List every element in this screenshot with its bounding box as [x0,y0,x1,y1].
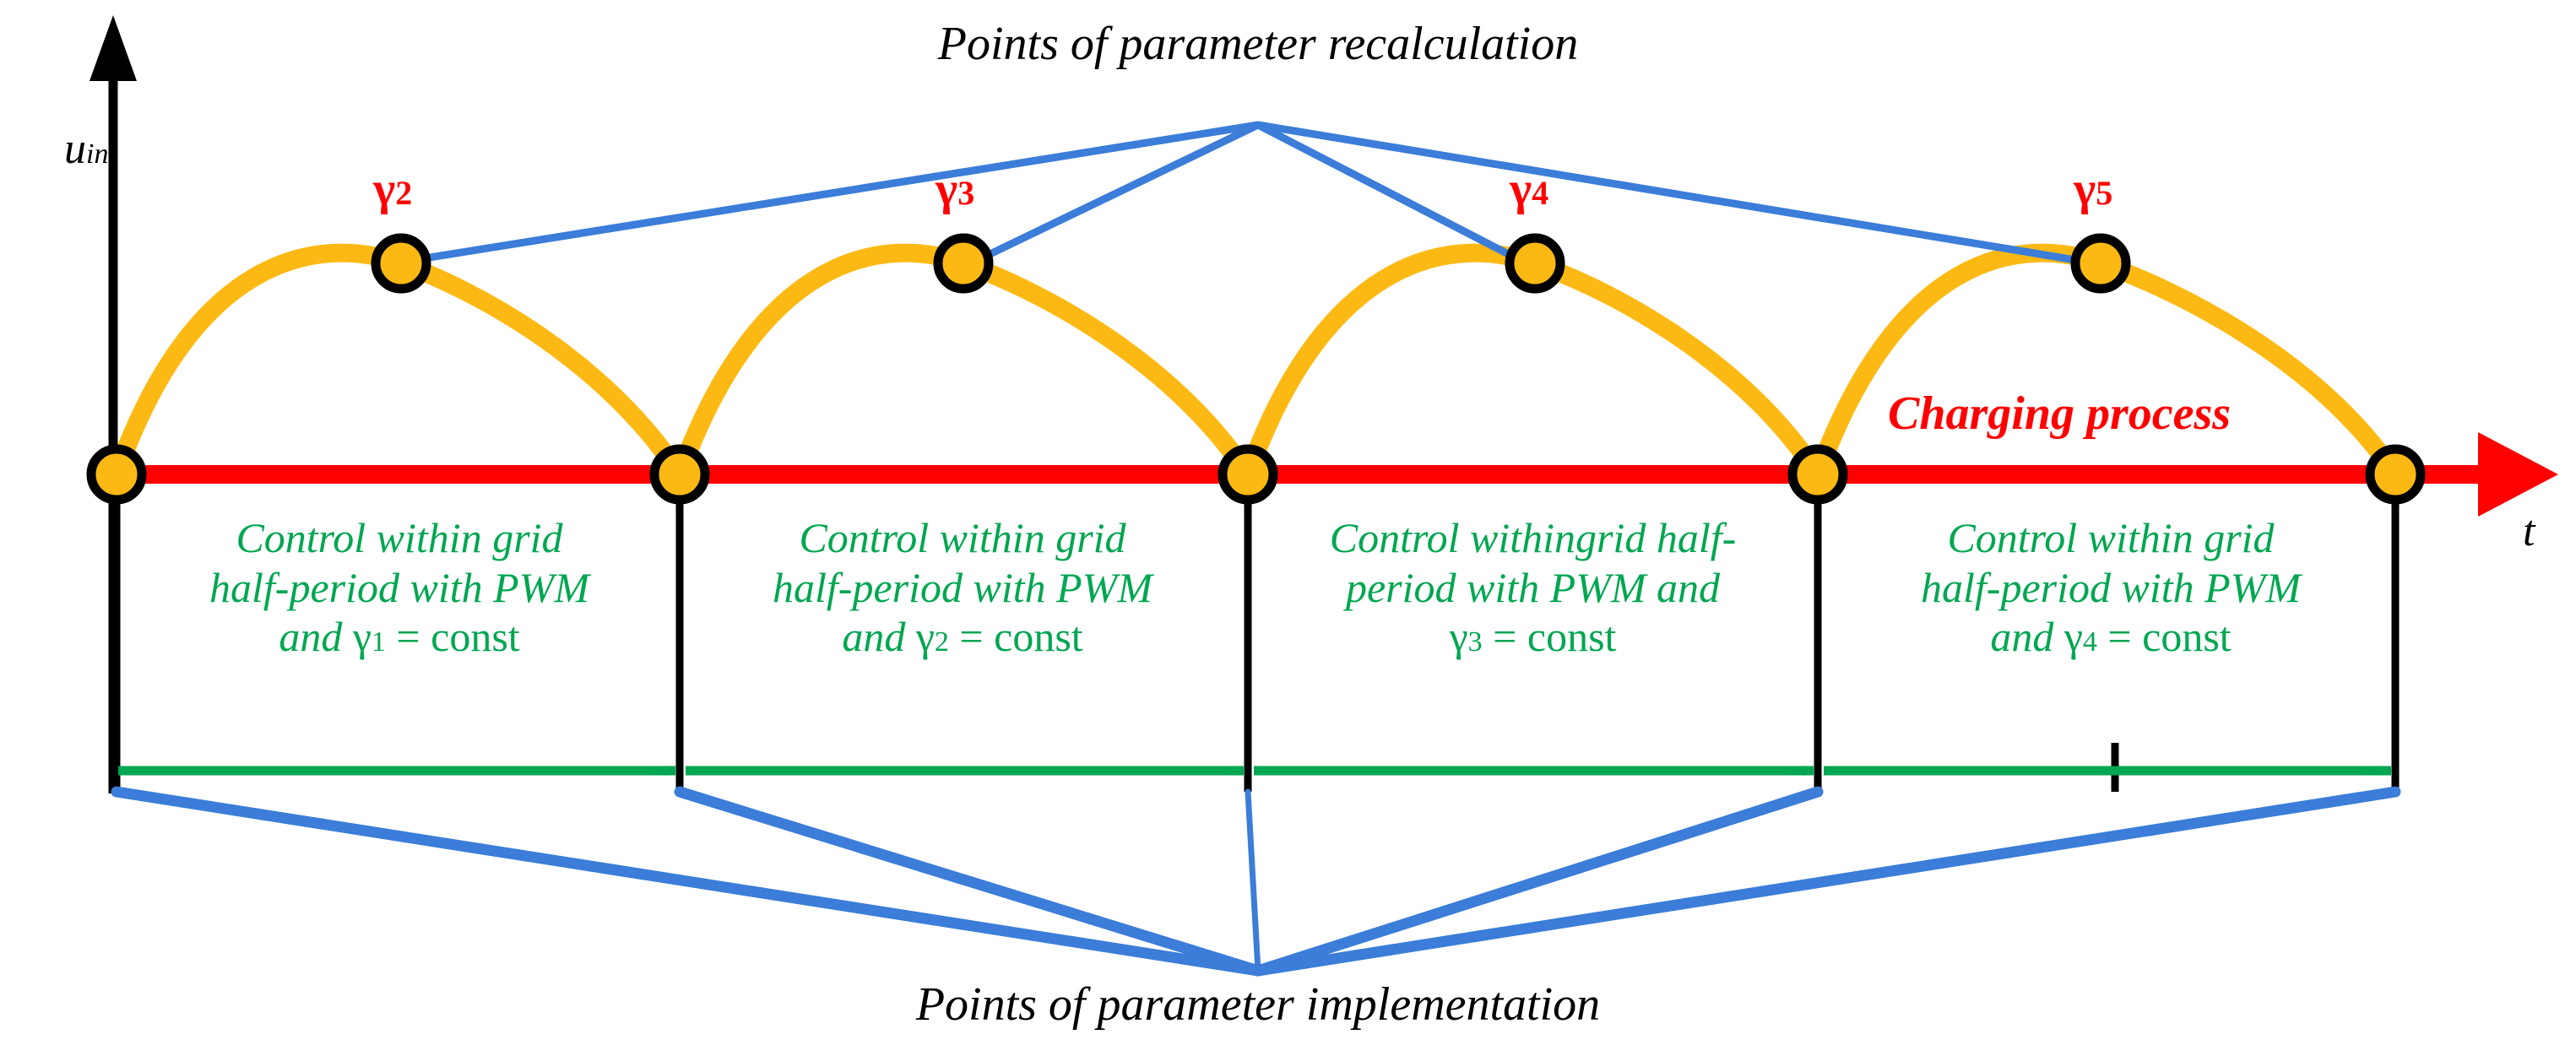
control-block-1-line-3: and γ1 = const [121,612,678,662]
recalc-link-g4 [1254,121,1524,264]
control-block-2-gamma-subscript: 2 [934,626,949,658]
recalc-link-g5 [1254,121,2090,266]
impl-link-1 [674,786,1264,977]
control-block-1-line-3-prefix: and [279,613,353,660]
control-block-3-gamma-symbol: γ [1449,613,1468,660]
control-block-1-line-1: Control within grid [236,514,563,561]
x-axis-label: t [2523,507,2535,555]
control-block-3-line-3: γ3 = const [1252,612,1814,662]
gamma-4-symbol: γ [1510,163,1532,215]
gamma-3-subscript: 3 [957,174,975,212]
control-block-2-line-3-prefix: and [842,613,916,660]
impl-link-3 [1252,786,1824,977]
node-peak-gamma5 [2070,233,2131,294]
control-block-2-gamma-symbol: γ [915,613,935,660]
recalc-link-g2 [409,121,1262,264]
control-block-3-line-2: period with PWM and [1345,563,1721,611]
gamma-5-subscript: 5 [2096,174,2113,212]
control-block-2-line-2: half-period with PWM [773,563,1152,611]
impl-link-2 [1245,788,1261,974]
charging-process-label: Charging process [1888,387,2232,440]
control-block-3-gamma-subscript: 3 [1467,626,1483,658]
node-zero-5 [2365,444,2426,505]
node-peak-gamma2 [371,233,431,294]
node-markers [86,233,2426,505]
control-block-1-line-2: half-period with PWM [209,563,589,611]
impl-link-0 [111,786,1264,977]
rectified-sine-arcs [107,243,2405,484]
control-block-3-line-3-suffix: = const [1482,613,1617,660]
gamma-2-label: γ2 [373,165,412,213]
top-note-recalculation: Points of parameter recalculation [937,18,1579,70]
node-zero-3 [1217,444,1278,505]
control-block-4-gamma-symbol: γ [2064,613,2083,660]
node-peak-gamma4 [1505,233,1565,294]
control-block-4-line-3-suffix: = const [2096,613,2232,660]
node-zero-2 [649,444,710,505]
x-axis-charging-baseline [113,432,2558,517]
implementation-links [111,786,2401,977]
control-block-2-line-3: and γ2 = const [684,612,1241,662]
node-zero-1 [86,444,147,505]
control-block-2-line-1: Control within grid [799,514,1126,561]
control-block-4-line-2: half-period with PWM [1921,563,2301,611]
node-zero-4 [1787,444,1848,505]
control-block-1-gamma-symbol: γ [352,613,371,660]
gamma-4-subscript: 4 [1532,174,1549,212]
control-block-3-line-1: Control withingrid half- [1329,514,1737,561]
control-block-4-gamma-subscript: 4 [2082,626,2097,658]
gamma-3-symbol: γ [935,163,958,215]
gamma-5-label: γ5 [2074,165,2112,213]
control-block-4-line-1: Control within grid [1947,514,2275,561]
recalc-link-g3 [973,121,1262,264]
y-axis-label: uin [20,74,108,224]
recalculation-links [409,121,2090,266]
control-block-1-line-3-suffix: = const [385,613,520,660]
impl-link-4 [1252,786,2401,977]
gamma-2-subscript: 2 [395,174,413,212]
control-block-2-line-3-suffix: = const [948,613,1083,660]
gamma-3-label: γ3 [935,165,974,213]
gamma-4-label: γ4 [1510,165,1548,213]
control-block-1-gamma-subscript: 1 [371,626,386,658]
control-block-4-line-3-prefix: and [1990,613,2064,660]
bottom-note-implementation: Points of parameter implementation [915,978,1601,1031]
control-block-4-line-3: and γ4 = const [1824,612,2398,662]
gamma-2-symbol: γ [373,163,396,215]
gamma-5-symbol: γ [2074,163,2096,215]
control-block-3: Control withingrid half-period with PWM … [1252,513,1814,662]
y-axis-label-symbol: u [64,125,86,173]
y-axis-label-subscript: in [86,138,109,170]
node-peak-gamma3 [933,233,994,294]
